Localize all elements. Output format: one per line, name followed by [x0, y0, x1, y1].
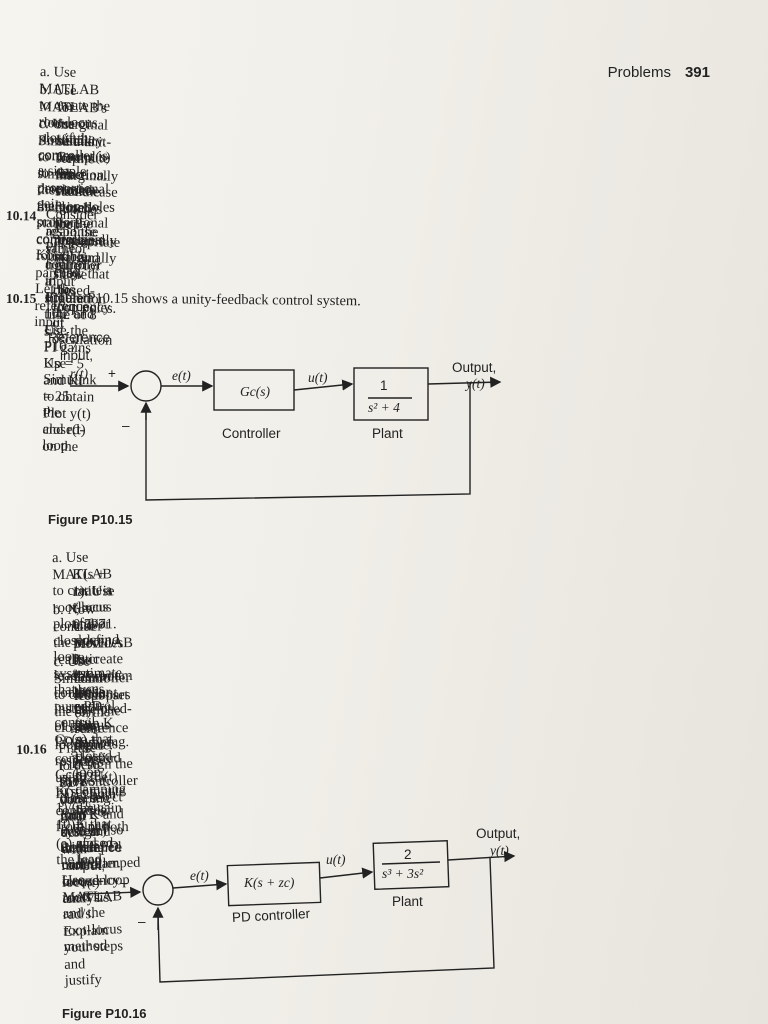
- problem-number: 10.15: [6, 291, 37, 306]
- error-label: e(t): [172, 368, 191, 383]
- section-title: Problems: [607, 64, 671, 81]
- page-header: Problems 391: [608, 64, 710, 81]
- u-of-t-label: u(t): [326, 852, 346, 867]
- controller-block: [226, 861, 322, 907]
- figure-p10-16-diagram: [83, 839, 516, 983]
- error-arrow: [172, 879, 228, 891]
- output-arrow: [427, 376, 502, 388]
- figure-caption: Figure P10.15: [48, 512, 133, 527]
- plant-denominator: s² + 4: [368, 400, 400, 415]
- figure-caption: Figure P10.16: [62, 1006, 147, 1021]
- plant-caption: Plant: [372, 426, 403, 441]
- controller-tf: K(s + zc): [244, 875, 295, 890]
- u-arrow: [319, 867, 374, 879]
- output-label: Output,: [476, 826, 521, 841]
- plant-numerator: 2: [404, 847, 412, 862]
- input-arrow: [83, 886, 142, 898]
- r-of-t-label: r(t): [70, 366, 88, 381]
- controller-tf: Gc(s): [240, 384, 270, 399]
- controller-caption: Controller: [222, 426, 281, 441]
- r-of-t-label: r(t): [82, 875, 100, 890]
- summing-junction: [142, 874, 174, 906]
- plant-denominator: s³ + 3s²: [382, 866, 424, 881]
- feedback-path: [145, 382, 471, 501]
- fraction-bar: [381, 861, 441, 865]
- plus-sign: +: [108, 366, 116, 381]
- figure-p10-15-diagram: [70, 367, 502, 501]
- controller-block: [213, 369, 295, 411]
- reference-label: Reference: [48, 330, 111, 345]
- plant-block: [353, 367, 429, 421]
- error-label: e(t): [190, 868, 209, 883]
- plant-caption: Plant: [392, 894, 423, 909]
- u-arrow: [293, 379, 354, 391]
- minus-sign: –: [138, 914, 146, 929]
- input-label: input,: [60, 348, 94, 363]
- plus-sign: +: [120, 876, 128, 891]
- feedback-path: [157, 857, 495, 983]
- u-of-t-label: u(t): [308, 370, 328, 385]
- output-label: Output,: [452, 360, 497, 375]
- output-arrow: [447, 851, 516, 863]
- minus-sign: –: [122, 418, 130, 433]
- plant-numerator: 1: [380, 378, 388, 393]
- summing-junction: [130, 370, 162, 402]
- input-label: input,: [72, 858, 106, 873]
- plant-block: [372, 839, 450, 891]
- reference-label: Reference: [60, 840, 123, 855]
- page-number: 391: [684, 64, 710, 81]
